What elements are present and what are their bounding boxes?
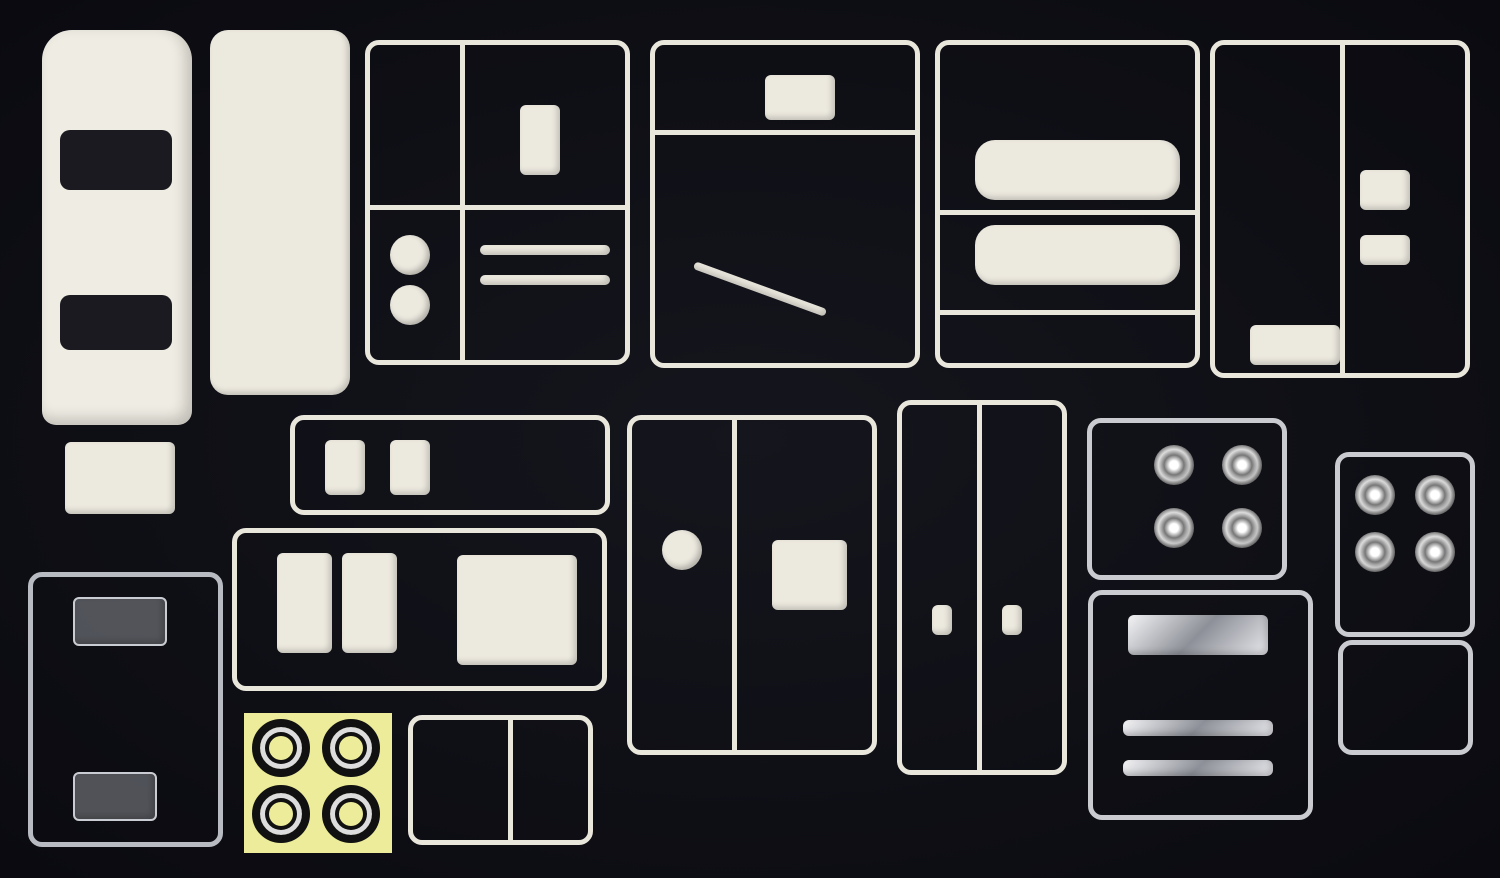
chrome-wheel	[1355, 475, 1395, 515]
sprue-frame	[897, 400, 1067, 775]
windshield-opening	[60, 295, 172, 350]
rear-seat	[457, 555, 577, 665]
seat-part	[325, 440, 365, 495]
chrome-wheel	[1222, 445, 1262, 485]
chrome-wheel	[1415, 475, 1455, 515]
brake-drum	[390, 285, 430, 325]
sprue-engine	[627, 415, 877, 755]
chrome-wheel	[1154, 445, 1194, 485]
sprue-chrome-wheels	[1087, 418, 1287, 580]
sprue-suspension	[365, 40, 630, 365]
rear-window-opening	[60, 130, 172, 190]
sprue-small-parts	[408, 715, 593, 845]
whitewall-tire	[252, 785, 310, 843]
hood-part	[65, 442, 175, 514]
rear-glass	[73, 772, 157, 821]
chrome-bumper	[1123, 760, 1273, 776]
sprue-body-parts	[1210, 40, 1470, 378]
sprue-chrome-small	[1338, 640, 1473, 755]
chassis-floor-pan	[210, 30, 350, 395]
chrome-grille	[1128, 615, 1268, 655]
brake-drum	[390, 235, 430, 275]
bucket-seat	[342, 553, 397, 653]
chrome-bumper	[1123, 720, 1273, 736]
seat-part	[390, 440, 430, 495]
sprue-seats	[232, 528, 607, 691]
sprue-interior-tub	[650, 40, 920, 368]
engine-block	[772, 540, 847, 610]
door-panel	[975, 140, 1180, 200]
whitewall-decal-sheet	[244, 713, 392, 853]
chrome-wheel	[1222, 508, 1262, 548]
windshield-glass	[73, 597, 167, 646]
door-panel	[975, 225, 1180, 285]
whitewall-tire	[252, 719, 310, 777]
whitewall-tire	[322, 719, 380, 777]
sprue-seats-small	[290, 415, 610, 515]
chrome-wheel	[1154, 508, 1194, 548]
sprue-clear-glass	[28, 572, 223, 847]
bucket-seat	[277, 553, 332, 653]
chrome-wheel	[1355, 532, 1395, 572]
sprue-chrome-wheels-2	[1335, 452, 1475, 637]
air-cleaner	[662, 530, 702, 570]
car-body-shell	[42, 30, 192, 425]
whitewall-tire	[322, 785, 380, 843]
chrome-wheel	[1415, 532, 1455, 572]
sprue-chrome-trim	[1088, 590, 1313, 820]
sprue-door-panels	[935, 40, 1200, 368]
